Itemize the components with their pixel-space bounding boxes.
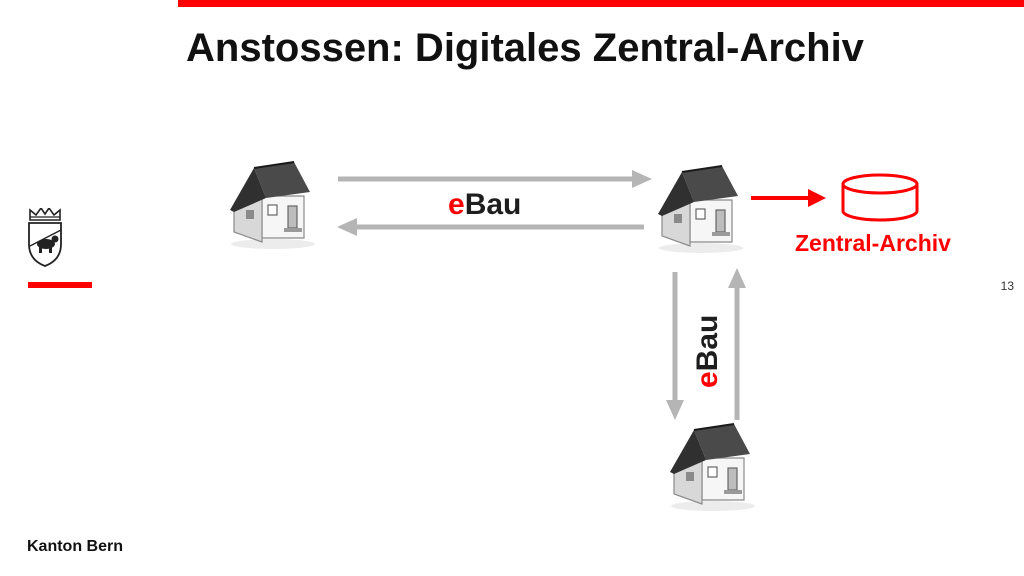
page-number: 13 <box>1000 279 1014 293</box>
arrow-left <box>337 218 644 236</box>
bern-bear-crest-icon <box>28 208 62 267</box>
arrow-right <box>338 170 652 188</box>
top-accent-bar <box>178 0 1024 7</box>
house-icon <box>657 165 744 254</box>
footer-text: Kanton Bern <box>27 538 123 555</box>
archive-label: Zentral-Archiv <box>795 230 951 256</box>
ebau-label-horizontal: eBau <box>448 188 521 221</box>
arrow-down <box>666 272 684 420</box>
ebau-label-vertical: eBau <box>691 315 724 388</box>
house-icon <box>669 423 756 512</box>
slide-title: Anstossen: Digitales Zentral-Archiv <box>186 26 864 70</box>
database-icon <box>841 173 919 222</box>
arrow-to-archive <box>751 189 826 207</box>
arrow-up <box>728 268 746 420</box>
side-accent-bar <box>28 282 92 288</box>
house-icon <box>229 161 316 250</box>
